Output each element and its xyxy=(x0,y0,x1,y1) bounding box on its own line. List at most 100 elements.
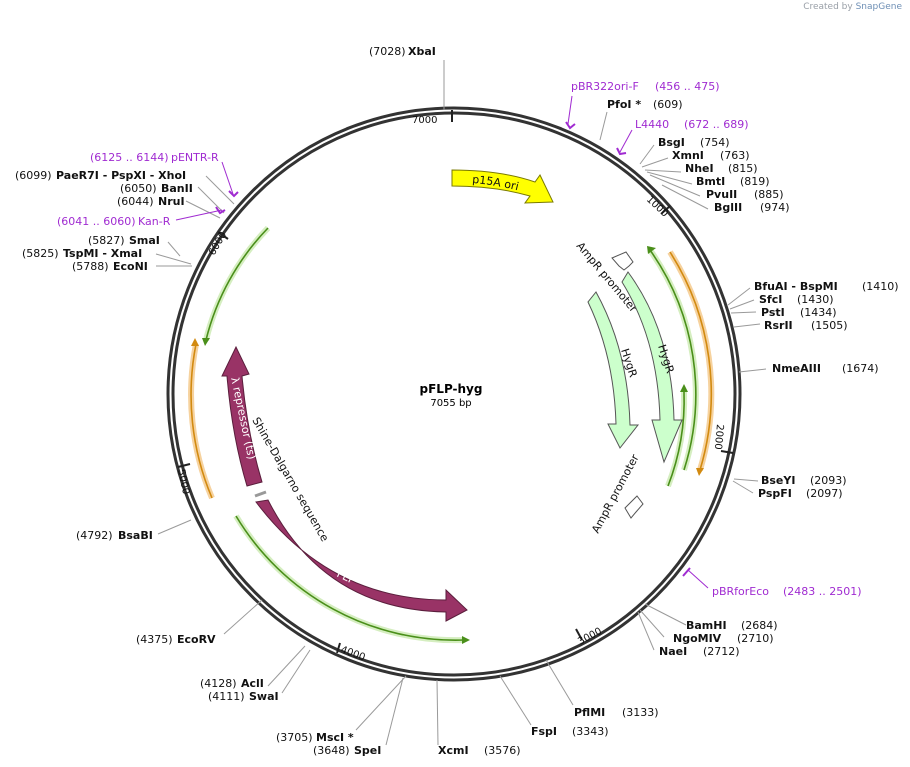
svg-text:BseYI: BseYI xyxy=(761,474,795,487)
svg-text:BanII: BanII xyxy=(161,182,193,195)
tick-5000: 5000 xyxy=(175,463,191,496)
svg-text:EcoRV: EcoRV xyxy=(177,633,216,646)
svg-text:(819): (819) xyxy=(740,175,770,188)
backbone-outer-strand xyxy=(166,106,742,682)
svg-text:(4128): (4128) xyxy=(200,677,237,690)
svg-text:(3133): (3133) xyxy=(622,706,659,719)
svg-text:NmeAIII: NmeAIII xyxy=(772,362,821,375)
enzyme-label-xcmi[interactable]: XcmI(3576) xyxy=(438,744,521,757)
svg-text:(5788): (5788) xyxy=(72,260,109,273)
svg-text:(4375): (4375) xyxy=(136,633,173,646)
primer-label-kan-r[interactable]: (6041 .. 6060)Kan-R xyxy=(57,215,171,228)
credit-prefix: Created by xyxy=(803,2,853,12)
svg-text:7000: 7000 xyxy=(412,115,437,126)
svg-text:(885): (885) xyxy=(754,188,784,201)
svg-text:(2093): (2093) xyxy=(810,474,847,487)
svg-text:(1505): (1505) xyxy=(811,319,848,332)
feature-hygr-inner[interactable]: HygR xyxy=(587,291,640,449)
enzyme-label-ecorv[interactable]: (4375) EcoRV xyxy=(136,633,216,646)
enzyme-label-bseyi[interactable]: BseYI (2093) xyxy=(761,474,847,487)
svg-text:SmaI: SmaI xyxy=(129,234,160,247)
enzyme-label-pfoi[interactable]: PfoI * (609) xyxy=(607,98,683,111)
enzyme-leaders xyxy=(155,60,767,746)
svg-text:(6044): (6044) xyxy=(117,195,154,208)
feature-lambda-repressor[interactable]: λ repressor (ts) xyxy=(221,345,263,487)
svg-text:PspFI: PspFI xyxy=(758,487,792,500)
enzyme-label-pspfi[interactable]: PspFI(2097) xyxy=(758,487,843,500)
svg-text:5000: 5000 xyxy=(175,468,191,495)
enzyme-label-nmeaiii[interactable]: NmeAIII(1674) xyxy=(772,362,879,375)
primer-label-pbr322ori-f[interactable]: pBR322ori-F(456 .. 475) xyxy=(571,80,720,93)
svg-text:(3343): (3343) xyxy=(572,725,609,738)
enzyme-label-bfuai-bspmi[interactable]: BfuAI - BspMI (1410) xyxy=(754,280,899,293)
svg-text:BsaBI: BsaBI xyxy=(118,529,153,542)
svg-text:(974): (974) xyxy=(760,201,790,214)
enzyme-label-bsgi[interactable]: BsgI(754) xyxy=(658,136,730,149)
enzyme-label-pflmi[interactable]: PflMI(3133) xyxy=(574,706,659,719)
primer-label-pentr-r[interactable]: (6125 .. 6144)pENTR-R xyxy=(90,151,219,164)
enzyme-label-msci[interactable]: (3705)MscI * xyxy=(276,731,354,744)
tick-2000: 2000 xyxy=(712,424,734,454)
primer-label-l4440[interactable]: L4440 (672 .. 689) xyxy=(635,118,749,131)
enzyme-label-fspi[interactable]: FspI(3343) xyxy=(531,725,609,738)
svg-text:(1430): (1430) xyxy=(797,293,834,306)
enzyme-label-smai[interactable]: (5827) SmaI xyxy=(88,234,160,247)
svg-text:(1410): (1410) xyxy=(862,280,899,293)
enzyme-label-swai[interactable]: (4111)SwaI xyxy=(208,690,279,703)
enzyme-label-naei[interactable]: NaeI(2712) xyxy=(659,645,740,658)
svg-text:NheI: NheI xyxy=(685,162,714,175)
svg-text:(6099): (6099) xyxy=(15,169,52,182)
svg-text:L4440: L4440 xyxy=(635,118,669,131)
svg-text:PfoI *: PfoI * xyxy=(607,98,641,111)
svg-text:BglII: BglII xyxy=(714,201,742,214)
svg-text:SwaI: SwaI xyxy=(249,690,279,703)
enzyme-label-econi[interactable]: (5788)EcoNI xyxy=(72,260,148,273)
svg-text:(2710): (2710) xyxy=(737,632,774,645)
svg-text:pENTR-R: pENTR-R xyxy=(171,151,219,164)
svg-text:(3648): (3648) xyxy=(313,744,350,757)
enzyme-label-bmti[interactable]: BmtI(819) xyxy=(696,175,770,188)
primer-label-pbrforeco[interactable]: pBRforEco(2483 .. 2501) xyxy=(712,585,862,598)
svg-text:NgoMIV: NgoMIV xyxy=(673,632,722,645)
snapgene-credit: Created by SnapGene xyxy=(803,2,902,12)
svg-text:TspMI - XmaI: TspMI - XmaI xyxy=(63,247,142,260)
enzyme-label-spei[interactable]: (3648)SpeI xyxy=(313,744,381,757)
plasmid-length: 7055 bp xyxy=(430,398,471,409)
feature-p15a-ori[interactable]: p15A ori xyxy=(451,169,554,204)
enzyme-label-acli[interactable]: (4128)AclI xyxy=(200,677,264,690)
plasmid-name: pFLP-hyg xyxy=(420,382,483,396)
svg-text:PvuII: PvuII xyxy=(706,188,737,201)
svg-text:XmnI: XmnI xyxy=(672,149,704,162)
svg-text:(672 .. 689): (672 .. 689) xyxy=(684,118,749,131)
svg-text:(2483 .. 2501): (2483 .. 2501) xyxy=(783,585,862,598)
enzyme-label-bsabi[interactable]: (4792)BsaBI xyxy=(76,529,153,542)
svg-text:BfuAI - BspMI: BfuAI - BspMI xyxy=(754,280,838,293)
svg-text:(1434): (1434) xyxy=(800,306,837,319)
enzyme-label-psti[interactable]: PstI (1434) xyxy=(761,306,837,319)
enzyme-label-paer7i-pspxi-xhoi[interactable]: (6099)PaeR7I - PspXI - XhoI xyxy=(15,169,186,182)
feature-flp[interactable]: FLP xyxy=(255,499,468,622)
svg-text:NruI: NruI xyxy=(158,195,185,208)
svg-text:NaeI: NaeI xyxy=(659,645,687,658)
enzyme-label-pvuii[interactable]: PvuII (885) xyxy=(706,188,784,201)
enzyme-label-nhei[interactable]: NheI (815) xyxy=(685,162,758,175)
svg-text:BsgI: BsgI xyxy=(658,136,685,149)
enzyme-label-bamhi[interactable]: BamHI(2684) xyxy=(686,619,778,632)
enzyme-label-xbai[interactable]: (7028)XbaI xyxy=(369,45,436,58)
enzyme-label-nrui[interactable]: (6044) NruI xyxy=(117,195,185,208)
svg-text:MscI *: MscI * xyxy=(316,731,354,744)
feature-ampr-promoter-bottom[interactable]: AmpR promoter xyxy=(589,452,644,536)
svg-text:(609): (609) xyxy=(653,98,683,111)
svg-text:AmpR promoter: AmpR promoter xyxy=(589,452,642,536)
svg-text:RsrII: RsrII xyxy=(764,319,793,332)
enzyme-label-banii[interactable]: (6050)BanII xyxy=(120,182,193,195)
enzyme-label-ngomiv[interactable]: NgoMIV (2710) xyxy=(673,632,774,645)
svg-text:(5827): (5827) xyxy=(88,234,125,247)
enzyme-label-xmni[interactable]: XmnI(763) xyxy=(672,149,750,162)
enzyme-label-rsrii[interactable]: RsrII (1505) xyxy=(764,319,848,332)
enzyme-label-tspmi-xmai[interactable]: (5825)TspMI - XmaI xyxy=(22,247,142,260)
enzyme-label-sfci[interactable]: SfcI(1430) xyxy=(759,293,834,306)
svg-text:PstI: PstI xyxy=(761,306,785,319)
svg-text:(815): (815) xyxy=(728,162,758,175)
enzyme-label-bglii[interactable]: BglII (974) xyxy=(714,201,790,214)
